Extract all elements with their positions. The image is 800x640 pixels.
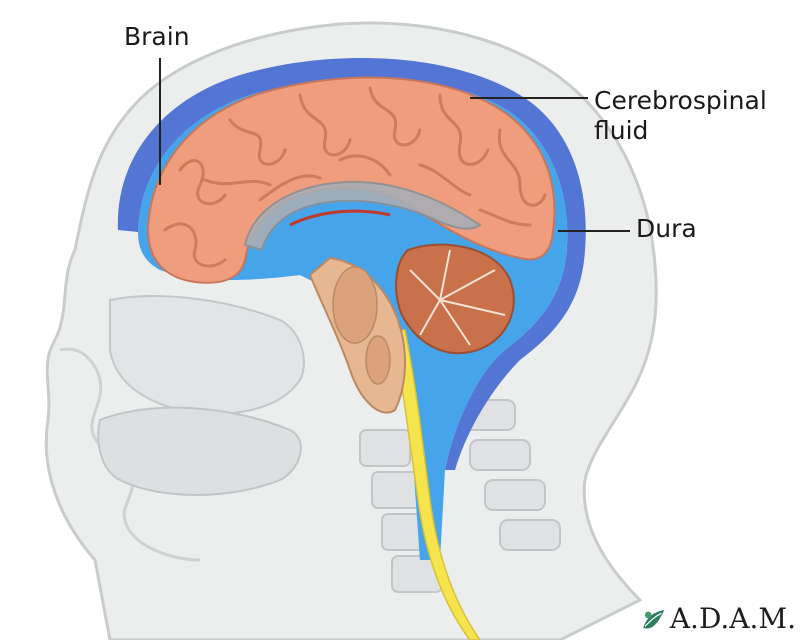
adam-logo: A.D.A.M.	[640, 598, 796, 634]
brainstem	[308, 256, 407, 414]
dura-label: Dura	[636, 214, 697, 243]
leader-lines	[159, 58, 630, 232]
brain-label: Brain	[124, 22, 190, 51]
csf-label-line2: fluid	[594, 116, 649, 145]
cerebrum	[146, 76, 556, 284]
adam-logo-text: A.D.A.M.	[669, 602, 796, 635]
adam-leaf-icon	[643, 609, 665, 629]
spinal-cord	[391, 329, 481, 640]
cerebellum	[395, 243, 515, 355]
cerebrospinal-fluid-label: Cerebrospinal fluid	[594, 86, 767, 146]
csf-label-line1: Cerebrospinal	[594, 86, 767, 115]
